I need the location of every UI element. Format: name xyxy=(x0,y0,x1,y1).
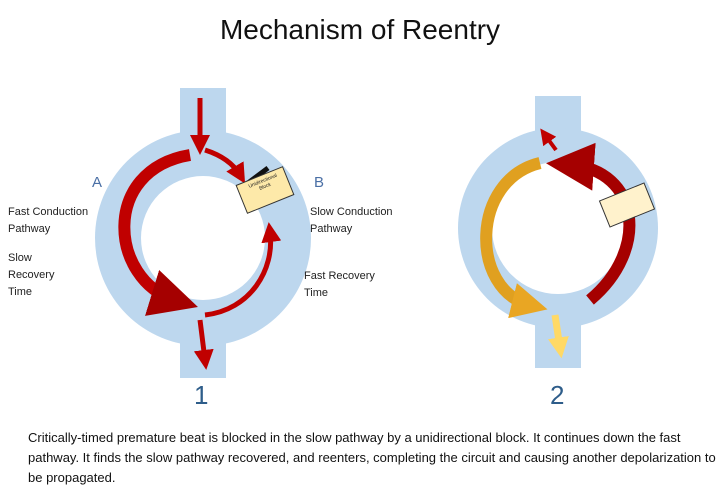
slow-recovery-label: Slow Recovery Time xyxy=(8,252,55,298)
caption: Critically-timed premature beat is block… xyxy=(28,430,716,485)
exit-down-arrow xyxy=(548,314,569,359)
label-a: A xyxy=(92,174,103,191)
ring-center xyxy=(492,162,624,294)
slow-conduction-label: Slow Conduction Pathway xyxy=(310,206,393,235)
diagram-number-2: 2 xyxy=(550,380,565,410)
exit-arrow xyxy=(193,319,214,370)
diagram-number-1: 1 xyxy=(194,380,209,410)
fast-pathway-arrow xyxy=(480,157,548,319)
unidirectional-block xyxy=(235,166,295,214)
exit-up-arrow xyxy=(540,128,558,152)
fast-conduction-label: Fast Conduction Pathway xyxy=(8,206,89,235)
diagram-1 xyxy=(95,88,311,378)
fast-recovery-label: Fast Recovery Time xyxy=(304,270,375,299)
diagram-2 xyxy=(458,96,658,368)
page-title: Mechanism of Reentry xyxy=(219,14,501,45)
retrograde-arrow xyxy=(204,222,282,318)
ring-center xyxy=(141,176,265,300)
block-box xyxy=(598,182,656,228)
label-b: B xyxy=(314,174,325,191)
fast-pathway-arrow xyxy=(118,149,198,316)
block-arrow xyxy=(204,147,246,184)
